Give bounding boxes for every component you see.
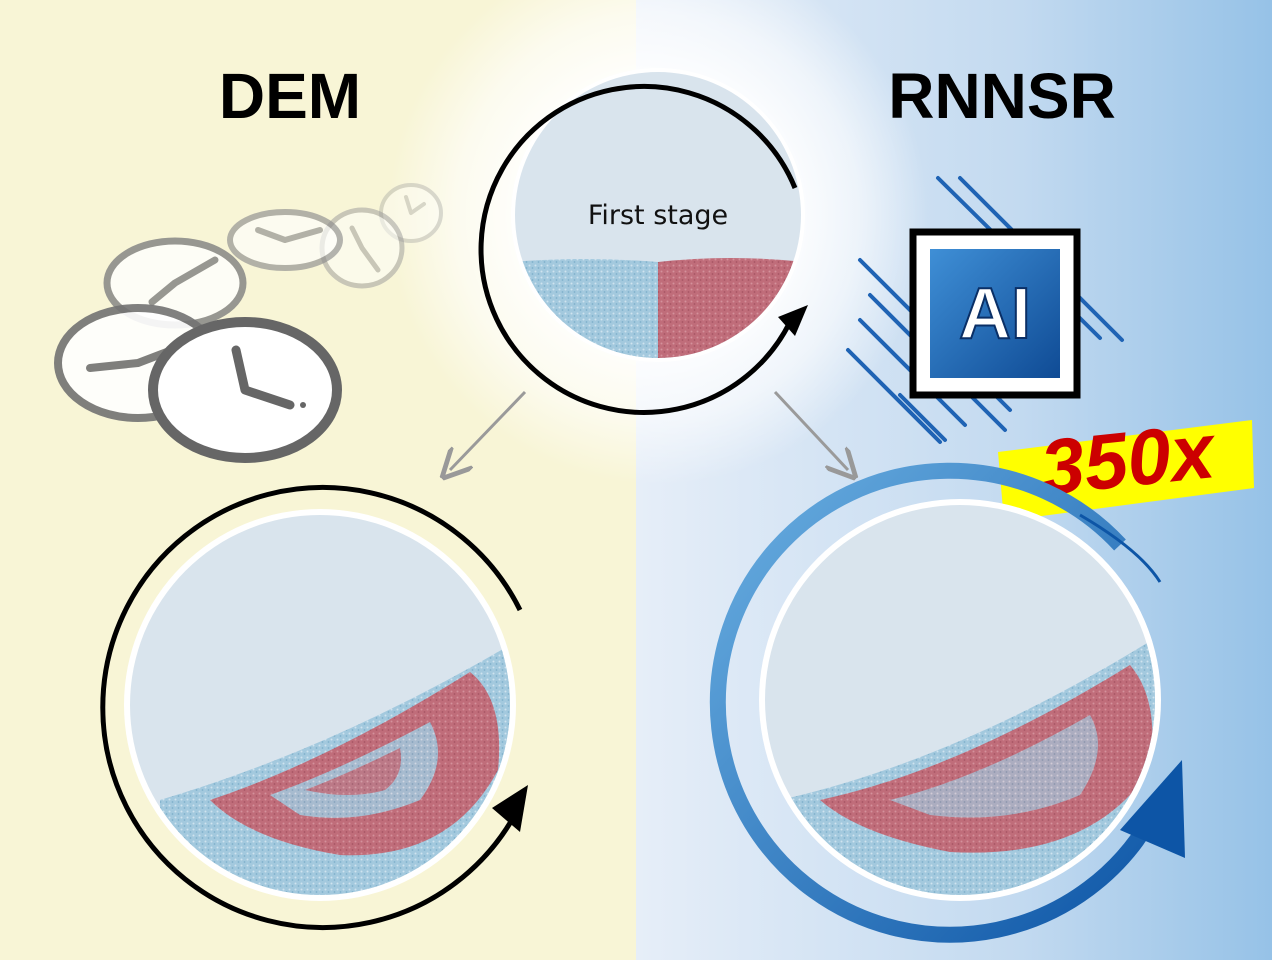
rotation-arrow [478,83,798,415]
arrow-to-rnnsr [773,390,848,470]
arrow-head-icon [492,785,528,832]
rnnsr-motion-line [1079,513,1162,583]
arrow-to-dem [450,390,527,470]
rnnsr-drum [709,462,1185,943]
ai-label: AI [959,274,1031,354]
arrow-head-icon [778,305,808,336]
clock-icon [148,317,342,463]
dem-rotation-arrow [100,485,523,930]
rnnsr-rotation-arrow [709,462,1157,943]
dem-title: DEM [219,60,361,132]
arrow-head-icon [1120,760,1185,858]
ai-badge: AI [909,228,1081,399]
clock-icon [103,237,247,329]
clock-icon [227,209,343,271]
rnnsr-title: RNNSR [888,60,1116,132]
first-stage-label: First stage [588,200,728,231]
dem-drum [100,485,528,930]
clock-icon [319,207,405,289]
clocks-group [54,183,443,463]
